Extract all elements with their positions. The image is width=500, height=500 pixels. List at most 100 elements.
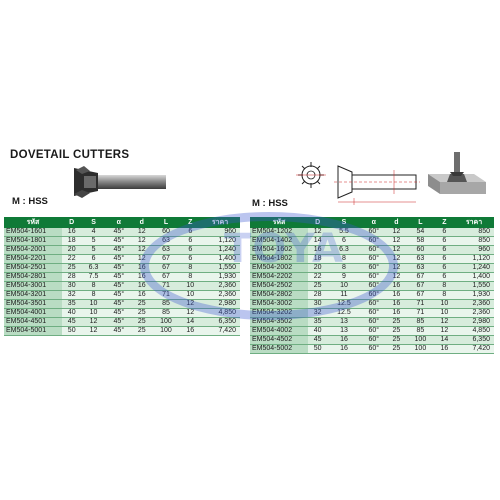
table-cell: 45° (105, 290, 133, 300)
table-cell: 8 (327, 254, 361, 264)
table-cell: 60° (360, 290, 387, 300)
table-cell: 25 (62, 263, 82, 273)
table-cell: 45 (308, 335, 328, 345)
table-cell: 10 (180, 290, 200, 300)
price-cell: 960 (454, 245, 494, 255)
table-cell: 10 (434, 308, 454, 318)
product-code-cell: EM504-4502 (250, 335, 308, 345)
table-cell: 10 (327, 281, 361, 291)
table-cell: 6 (81, 254, 106, 264)
table-cell: 67 (151, 254, 181, 264)
table-cell: 60 (406, 245, 435, 255)
table-cell: 6 (434, 236, 454, 246)
table-cell: 45° (105, 272, 133, 282)
table-cell: 16 (180, 326, 200, 336)
dovetail-slot-workpiece-icon (424, 152, 490, 201)
table-cell: 6 (434, 263, 454, 273)
table-cell: 60 (151, 228, 181, 237)
table-cell: 14 (308, 236, 328, 246)
product-code-cell: EM504-5002 (250, 344, 308, 354)
table-cell: 16 (308, 245, 328, 255)
column-header: α (105, 217, 133, 228)
table-cell: 22 (62, 254, 82, 264)
table-cell: 12 (308, 228, 328, 237)
table-cell: 16 (386, 281, 406, 291)
table-cell: 25 (132, 299, 152, 309)
product-code-cell: EM504-3002 (250, 299, 308, 309)
table-cell: 100 (151, 317, 181, 327)
table-cell: 25 (386, 326, 406, 336)
table-cell: 32 (62, 290, 82, 300)
column-header: D (62, 217, 82, 228)
table-cell: 100 (406, 344, 435, 354)
price-cell: 1,930 (200, 272, 240, 282)
table-cell: 12 (434, 326, 454, 336)
table-cell: 45° (105, 254, 133, 264)
product-code-cell: EM504-2501 (4, 263, 62, 273)
table-cell: 67 (406, 272, 435, 282)
table-cell: 60° (360, 281, 387, 291)
table-cell: 16 (132, 272, 152, 282)
table-cell: 67 (151, 272, 181, 282)
product-code-cell: EM504-1801 (4, 236, 62, 246)
table-cell: 12.5 (327, 299, 361, 309)
price-cell: 7,420 (200, 326, 240, 336)
table-cell: 60° (360, 245, 387, 255)
table-cell: 85 (151, 299, 181, 309)
table-cell: 25 (132, 317, 152, 327)
column-header: รหัส (250, 217, 308, 228)
table-cell: 13 (327, 326, 361, 336)
table-cell: 45° (105, 326, 133, 336)
column-header: d (132, 217, 152, 228)
table-cell: 63 (406, 263, 435, 273)
table-cell: 10 (81, 299, 106, 309)
table-cell: 7.5 (81, 272, 106, 282)
price-cell: 6,350 (454, 335, 494, 345)
column-header: L (151, 217, 181, 228)
product-code-cell: EM504-1402 (250, 236, 308, 246)
table-cell: 6.3 (327, 245, 361, 255)
table-cell: 60° (360, 254, 387, 264)
table-cell: 5 (81, 245, 106, 255)
table-cell: 45° (105, 263, 133, 273)
table-cell: 16 (386, 308, 406, 318)
price-cell: 2,980 (200, 299, 240, 309)
table-cell: 45° (105, 236, 133, 246)
table-cell: 12.5 (327, 308, 361, 318)
price-cell: 850 (454, 228, 494, 237)
table-cell: 8 (327, 263, 361, 273)
table-cell: 6.3 (81, 263, 106, 273)
product-code-cell: EM504-3202 (250, 308, 308, 318)
table-cell: 30 (62, 281, 82, 291)
table-cell: 40 (62, 308, 82, 318)
table-cell: 60° (360, 308, 387, 318)
price-cell: 1,550 (200, 263, 240, 273)
table-cell: 8 (81, 290, 106, 300)
table-cell: 6 (180, 245, 200, 255)
table-cell: 12 (180, 308, 200, 318)
table-cell: 8 (434, 290, 454, 300)
table-cell: 16 (132, 290, 152, 300)
table-cell: 32 (308, 308, 328, 318)
table-cell: 12 (180, 299, 200, 309)
product-code-cell: EM504-2801 (4, 272, 62, 282)
table-cell: 8 (434, 281, 454, 291)
table-cell: 12 (386, 263, 406, 273)
table-cell: 67 (151, 263, 181, 273)
table-cell: 14 (180, 317, 200, 327)
table-cell: 67 (406, 290, 435, 300)
table-cell: 85 (406, 317, 435, 327)
table-cell: 6 (180, 236, 200, 246)
product-code-cell: EM504-1601 (4, 228, 62, 237)
table-cell: 18 (62, 236, 82, 246)
